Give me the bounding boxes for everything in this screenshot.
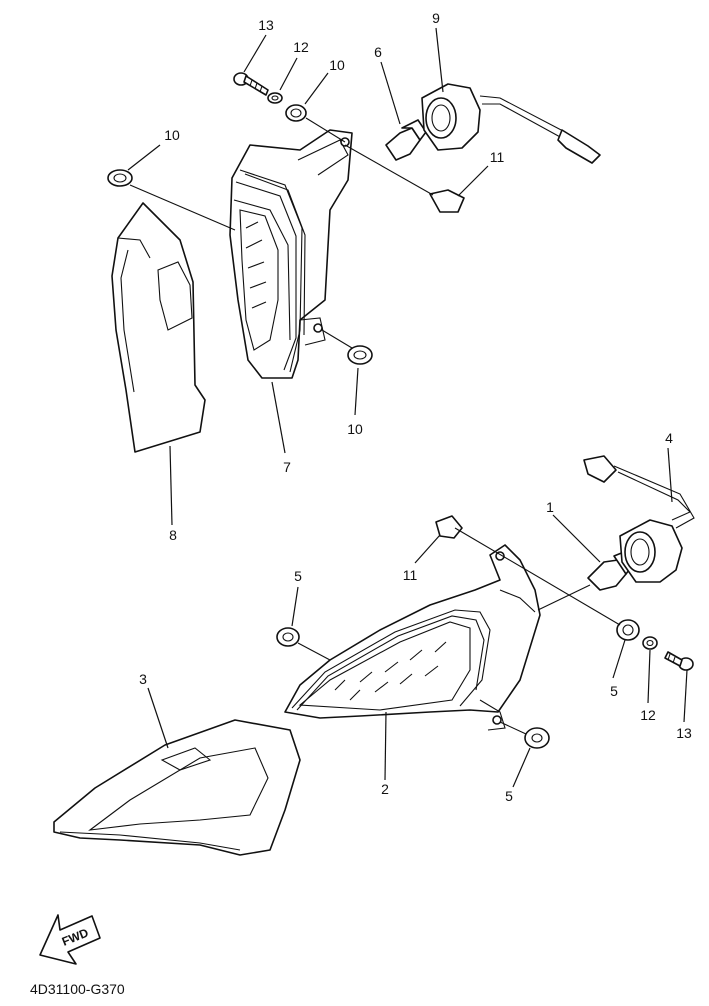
callout-13-upper[interactable]: 13 (258, 17, 274, 33)
part-2-flasher-lens[interactable] (284, 544, 541, 731)
callout-11-upper[interactable]: 11 (490, 149, 505, 165)
callout-3[interactable]: 3 (139, 671, 147, 687)
part-4-socket[interactable] (583, 455, 695, 583)
part-10-grommet-left[interactable] (107, 169, 133, 187)
callout-numbers: 13 12 10 6 9 11 10 10 7 8 4 1 11 5 3 2 5… (139, 10, 692, 804)
callout-4[interactable]: 4 (665, 430, 673, 446)
part-5-grommet-left[interactable] (276, 627, 300, 647)
callout-5-right[interactable]: 5 (610, 683, 618, 699)
part-11-nut-upper[interactable] (429, 189, 465, 213)
part-8-flasher-cover[interactable] (111, 202, 206, 453)
callout-11-lower[interactable]: 11 (403, 567, 418, 583)
part-9-socket[interactable] (421, 83, 601, 164)
part-13-bolt-upper[interactable] (233, 72, 269, 96)
part-6-bulb-upper[interactable] (385, 119, 427, 161)
assembly-guide-lines-lower (297, 527, 621, 735)
callout-5-bottom[interactable]: 5 (505, 788, 513, 804)
part-12-washer-lower[interactable] (642, 636, 658, 650)
callout-10-top[interactable]: 10 (329, 57, 345, 73)
part-3-flasher-cover[interactable] (53, 719, 301, 856)
part-12-washer-upper[interactable] (267, 92, 283, 104)
callout-6[interactable]: 6 (374, 44, 382, 60)
fwd-arrow-icon: FWD (39, 914, 101, 965)
callout-2[interactable]: 2 (381, 781, 389, 797)
callout-13-lower[interactable]: 13 (676, 725, 692, 741)
callout-1[interactable]: 1 (546, 499, 554, 515)
part-10-grommet-bottom[interactable] (347, 345, 373, 365)
assembly-guide-lines-upper (129, 117, 434, 349)
callout-10-left[interactable]: 10 (164, 127, 180, 143)
callout-9[interactable]: 9 (432, 10, 440, 26)
callout-leaders (127, 27, 688, 788)
callout-5-left[interactable]: 5 (294, 568, 302, 584)
part-10-grommet-top[interactable] (285, 104, 307, 122)
part-5-grommet-right[interactable] (616, 619, 640, 641)
part-7-flasher-lens[interactable] (229, 129, 353, 379)
callout-7[interactable]: 7 (283, 459, 291, 475)
part-13-bolt-lower[interactable] (664, 651, 694, 671)
callout-8[interactable]: 8 (169, 527, 177, 543)
callout-10-bottom[interactable]: 10 (347, 421, 363, 437)
callout-12-lower[interactable]: 12 (640, 707, 656, 723)
part-11-nut-lower[interactable] (435, 515, 463, 539)
part-5-grommet-bottom[interactable] (524, 727, 550, 749)
diagram-code: 4D31100-G370 (30, 981, 125, 997)
callout-12-upper[interactable]: 12 (293, 39, 309, 55)
